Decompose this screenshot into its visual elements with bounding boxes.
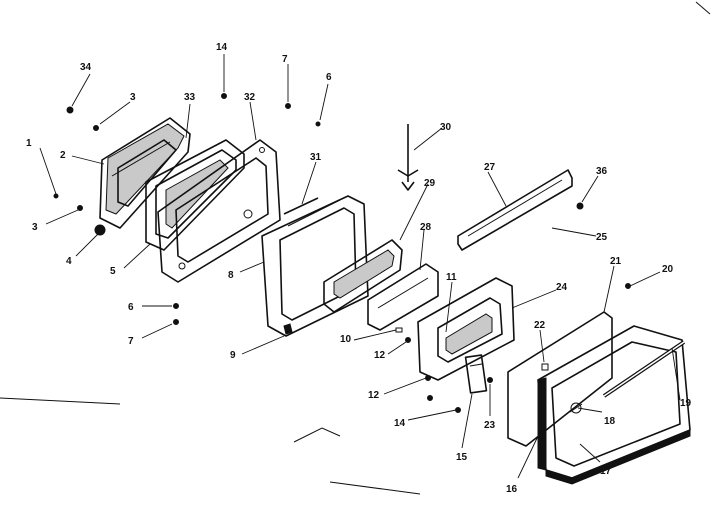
callout-7: 7 bbox=[282, 54, 288, 65]
callout-21: 21 bbox=[610, 256, 622, 267]
part-door-insulation-frame bbox=[261, 195, 369, 337]
callout-32: 32 bbox=[244, 92, 256, 103]
callout-6: 6 bbox=[128, 302, 134, 313]
screw-icon bbox=[221, 93, 227, 99]
callout-14: 14 bbox=[216, 42, 228, 53]
screw-icon bbox=[93, 125, 99, 131]
part-door-handle bbox=[602, 340, 686, 398]
callout-20: 20 bbox=[662, 264, 674, 275]
callout-29: 29 bbox=[424, 178, 436, 189]
clip-icon bbox=[395, 327, 403, 333]
part-window-gasket bbox=[323, 239, 403, 313]
small-hardware bbox=[53, 93, 631, 413]
screw-icon bbox=[53, 193, 59, 199]
part-glass-panel bbox=[367, 263, 439, 331]
part-hinge-rod bbox=[397, 124, 419, 191]
callout-18: 18 bbox=[604, 416, 616, 427]
screw-icon bbox=[455, 407, 461, 413]
part-inner-door-frame bbox=[157, 139, 281, 283]
callout-labels: 1 2 3 3 34 4 5 33 14 7 6 32 31 8 6 7 9 3… bbox=[26, 42, 692, 495]
callout-19: 19 bbox=[680, 398, 692, 409]
screw-icon bbox=[576, 202, 584, 210]
callout-22: 22 bbox=[534, 320, 546, 331]
callout-6: 6 bbox=[326, 72, 332, 83]
callout-28: 28 bbox=[420, 222, 432, 233]
screw-icon bbox=[173, 303, 179, 309]
callout-30: 30 bbox=[440, 122, 452, 133]
part-bracket-plate bbox=[417, 277, 515, 381]
callout-17: 17 bbox=[600, 466, 612, 477]
callout-34: 34 bbox=[80, 62, 92, 73]
screw-icon bbox=[173, 319, 179, 325]
part-strip bbox=[283, 197, 319, 215]
callout-10: 10 bbox=[340, 334, 352, 345]
callout-2: 2 bbox=[60, 150, 66, 161]
scan-artifacts bbox=[0, 1, 711, 495]
part-trim-strip bbox=[457, 169, 573, 251]
part-outer-door-frame bbox=[537, 325, 691, 485]
clip-icon bbox=[541, 363, 549, 371]
callout-12: 12 bbox=[368, 390, 380, 401]
callout-14: 14 bbox=[394, 418, 406, 429]
callout-7: 7 bbox=[128, 336, 134, 347]
screw-icon bbox=[625, 283, 631, 289]
part-outer-glass bbox=[507, 311, 613, 447]
callout-16: 16 bbox=[506, 484, 518, 495]
screw-icon bbox=[77, 205, 83, 211]
part-outer-door-panel bbox=[99, 117, 191, 229]
callout-15: 15 bbox=[456, 452, 468, 463]
screw-icon bbox=[425, 375, 431, 381]
callout-12: 12 bbox=[374, 350, 386, 361]
callout-24: 24 bbox=[556, 282, 568, 293]
callout-3: 3 bbox=[32, 222, 38, 233]
screw-icon bbox=[285, 103, 291, 109]
callout-8: 8 bbox=[228, 270, 234, 281]
part-door-liner-frame bbox=[145, 139, 245, 251]
callout-11: 11 bbox=[446, 272, 457, 283]
callout-1: 1 bbox=[26, 138, 32, 149]
callout-25: 25 bbox=[596, 232, 608, 243]
callout-33: 33 bbox=[184, 92, 196, 103]
callout-5: 5 bbox=[110, 266, 116, 277]
callout-31: 31 bbox=[310, 152, 322, 163]
screw-icon bbox=[405, 337, 411, 343]
callout-27: 27 bbox=[484, 162, 496, 173]
callout-36: 36 bbox=[596, 166, 608, 177]
callout-4: 4 bbox=[66, 256, 72, 267]
leader-lines bbox=[39, 54, 681, 479]
part-hinge-block bbox=[464, 354, 488, 394]
screw-icon bbox=[427, 395, 433, 401]
knob-icon bbox=[94, 224, 106, 236]
callout-9: 9 bbox=[230, 350, 236, 361]
screw-icon bbox=[315, 121, 321, 127]
screw-icon bbox=[487, 377, 493, 383]
callout-23: 23 bbox=[484, 420, 496, 431]
callout-3: 3 bbox=[130, 92, 136, 103]
screw-icon bbox=[66, 106, 74, 114]
